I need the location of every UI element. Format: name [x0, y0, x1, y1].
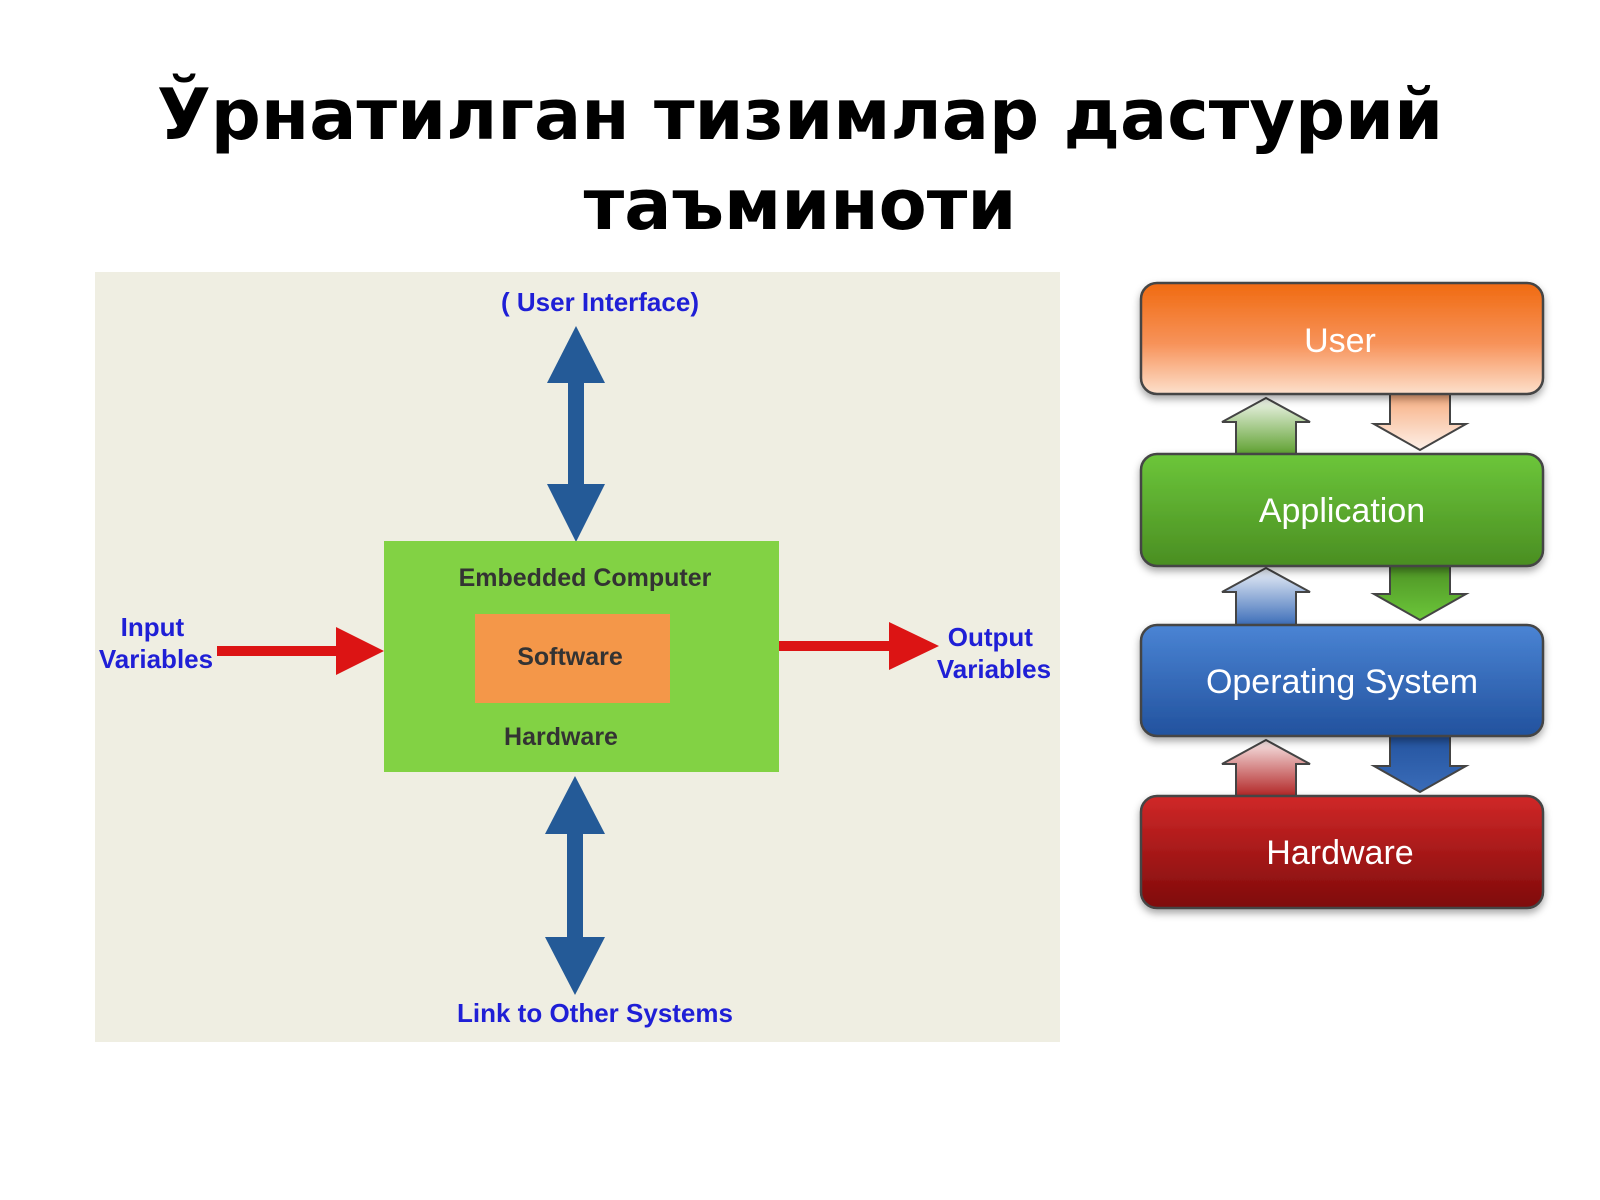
- output-arrow: [779, 622, 939, 670]
- down-arrow-os-to-hw: [1370, 731, 1470, 794]
- embedded-system-diagram: ( User Interface) Embedded Computer Soft…: [95, 272, 1060, 1042]
- layer-hardware-label: Hardware: [1266, 834, 1413, 872]
- link-label: Link to Other Systems: [457, 998, 733, 1028]
- page-title: Ўрнатилган тизимлар дастурий таъминоти: [100, 70, 1500, 250]
- down-arrow-app-to-os: [1370, 559, 1470, 622]
- user-interface-arrow: [547, 326, 605, 542]
- title-line-1: Ўрнатилган тизимлар дастурий: [156, 74, 1444, 156]
- hardware-label: Hardware: [504, 723, 618, 751]
- up-arrow-app-to-user: [1221, 396, 1311, 457]
- layer-stack-diagram: User Application Operating System Hardwa…: [1139, 281, 1545, 910]
- software-box: [475, 614, 670, 703]
- up-arrow-os-to-app: [1221, 566, 1311, 627]
- software-label: Software: [517, 643, 623, 671]
- layer-operating-system-label: Operating System: [1206, 663, 1478, 701]
- input-label: Input Variables: [99, 612, 213, 674]
- layer-user: User: [1139, 281, 1545, 396]
- input-arrow: [217, 627, 384, 675]
- layer-hardware: Hardware: [1139, 794, 1545, 910]
- title-line-2: таъминоти: [583, 164, 1017, 246]
- embedded-computer-label: Embedded Computer: [459, 564, 712, 592]
- output-label: Output Variables: [937, 622, 1051, 684]
- layer-operating-system: Operating System: [1139, 623, 1545, 738]
- layer-application: Application: [1139, 452, 1545, 568]
- layer-user-label: User: [1304, 322, 1376, 360]
- link-arrow: [545, 776, 605, 995]
- up-arrow-hw-to-os: [1221, 738, 1311, 799]
- down-arrow-user-to-app: [1370, 389, 1470, 452]
- layer-application-label: Application: [1259, 492, 1425, 530]
- user-interface-label: ( User Interface): [501, 287, 699, 317]
